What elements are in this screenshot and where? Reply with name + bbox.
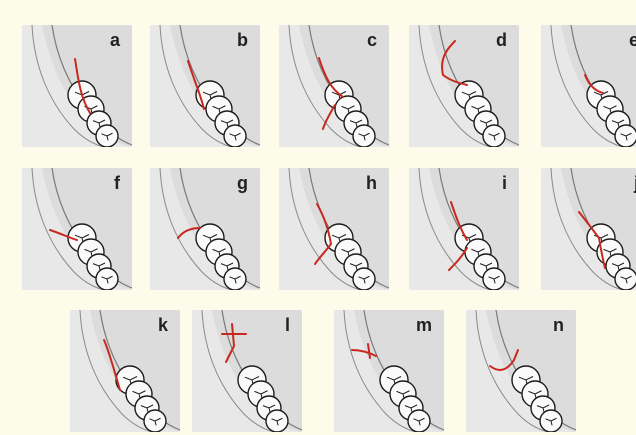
diagram-drawing-j <box>541 168 636 290</box>
panel-d: d <box>409 25 519 147</box>
tooth-4 <box>224 125 246 147</box>
panel-label-c: c <box>367 30 377 51</box>
tooth-4 <box>615 125 636 147</box>
diagram-drawing-e <box>541 25 636 147</box>
panel-l: l <box>192 310 302 432</box>
panel-e: e <box>541 25 636 147</box>
tooth-4 <box>353 268 375 290</box>
panel-label-i: i <box>502 173 507 194</box>
tooth-4 <box>540 410 562 432</box>
tooth-4 <box>483 268 505 290</box>
panel-c: c <box>279 25 389 147</box>
panel-label-b: b <box>237 30 248 51</box>
panel-h: h <box>279 168 389 290</box>
panel-g: g <box>150 168 260 290</box>
panel-label-l: l <box>285 315 290 336</box>
panel-label-k: k <box>158 315 168 336</box>
panel-i: i <box>409 168 519 290</box>
panel-j: j <box>541 168 636 290</box>
panel-a: a <box>22 25 132 147</box>
panel-f: f <box>22 168 132 290</box>
panel-label-f: f <box>114 173 120 194</box>
panel-label-d: d <box>496 30 507 51</box>
tooth-4 <box>615 268 636 290</box>
panel-label-a: a <box>110 30 120 51</box>
panel-label-g: g <box>237 173 248 194</box>
tooth-4 <box>96 268 118 290</box>
tooth-4 <box>224 268 246 290</box>
panel-label-e: e <box>629 30 636 51</box>
tooth-4 <box>408 410 430 432</box>
tooth-4 <box>144 410 166 432</box>
tooth-4 <box>353 125 375 147</box>
panel-label-n: n <box>553 315 564 336</box>
panel-n: n <box>466 310 576 432</box>
panel-label-m: m <box>416 315 432 336</box>
panel-label-h: h <box>366 173 377 194</box>
panel-m: m <box>334 310 444 432</box>
tooth-4 <box>483 125 505 147</box>
panel-b: b <box>150 25 260 147</box>
tooth-4 <box>266 410 288 432</box>
panel-k: k <box>70 310 180 432</box>
tooth-4 <box>96 125 118 147</box>
